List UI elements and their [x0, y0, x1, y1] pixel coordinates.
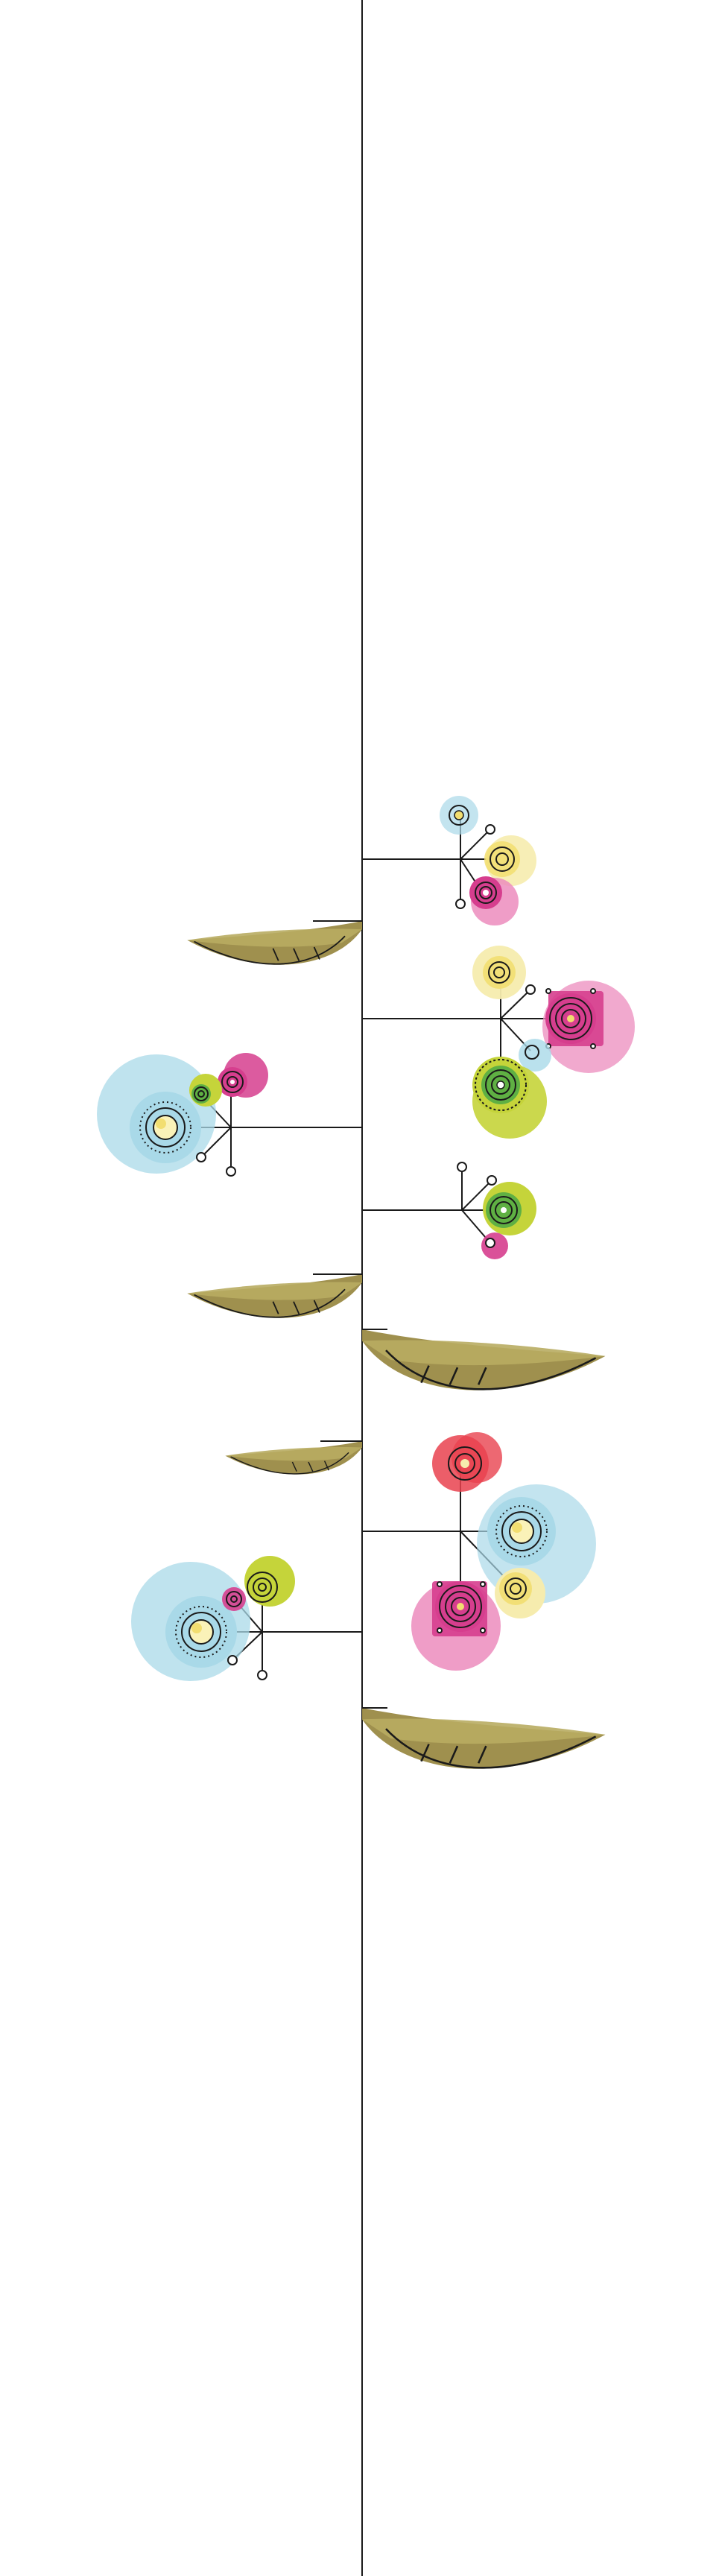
- leaf-right-1: [361, 1328, 606, 1392]
- flower-cluster-4: [362, 1162, 536, 1259]
- leaf-left-3: [224, 1440, 363, 1475]
- flower-cluster-1: [362, 796, 536, 925]
- flower-cluster-3: [97, 1053, 362, 1177]
- leaf-right-2: [361, 1706, 606, 1770]
- flower-cluster-6: [131, 1556, 362, 1681]
- bud-markers: [362, 1329, 387, 1709]
- flower-cluster-2: [362, 946, 635, 1139]
- flower-cluster-5: [362, 1432, 596, 1671]
- leaf-left-2: [186, 1273, 363, 1319]
- leaf-left-1: [186, 920, 363, 966]
